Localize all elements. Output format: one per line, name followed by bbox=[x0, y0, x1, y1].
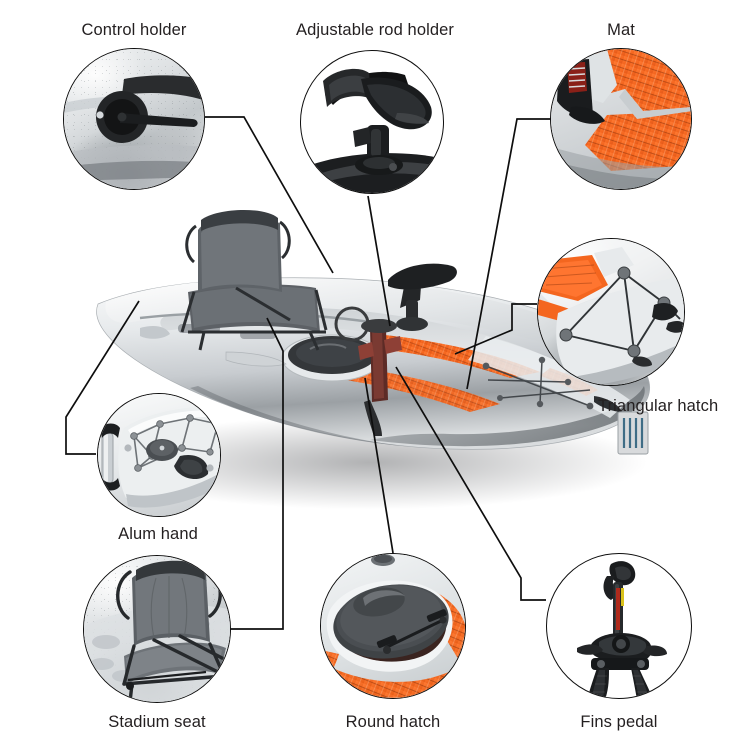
round-hatch-detail bbox=[321, 554, 465, 698]
rod-holder-detail bbox=[301, 68, 443, 193]
mat-detail bbox=[551, 49, 691, 189]
callout-label-adjustable-rod-holder: Adjustable rod holder bbox=[295, 21, 455, 39]
callout-circle-stadium-seat[interactable] bbox=[83, 555, 231, 703]
callout-label-control-holder: Control holder bbox=[81, 21, 187, 39]
callout-label-round-hatch: Round hatch bbox=[345, 713, 441, 731]
callout-circle-mat[interactable] bbox=[550, 48, 692, 190]
alum-hand-detail bbox=[100, 406, 220, 508]
triangular-hatch-detail bbox=[538, 239, 684, 385]
fins-pedal-detail bbox=[577, 561, 667, 698]
callout-circle-control-holder[interactable] bbox=[63, 48, 205, 190]
stadium-seat-detail bbox=[84, 560, 230, 702]
callout-circle-alum-hand[interactable] bbox=[97, 393, 221, 517]
callout-circle-round-hatch[interactable] bbox=[320, 553, 466, 699]
callout-label-stadium-seat: Stadium seat bbox=[108, 713, 206, 731]
callout-label-triangular-hatch: Triangular hatch bbox=[598, 397, 719, 415]
control-holder-detail bbox=[64, 75, 204, 189]
callout-circle-triangular-hatch[interactable] bbox=[537, 238, 685, 386]
callout-label-fins-pedal: Fins pedal bbox=[580, 713, 658, 731]
callout-circle-adjustable-rod-holder[interactable] bbox=[300, 50, 444, 194]
deck-rod-holder bbox=[388, 263, 457, 331]
callout-circle-fins-pedal[interactable] bbox=[546, 553, 692, 699]
callout-label-alum-hand: Alum hand bbox=[118, 525, 198, 543]
callout-label-mat: Mat bbox=[607, 21, 635, 39]
